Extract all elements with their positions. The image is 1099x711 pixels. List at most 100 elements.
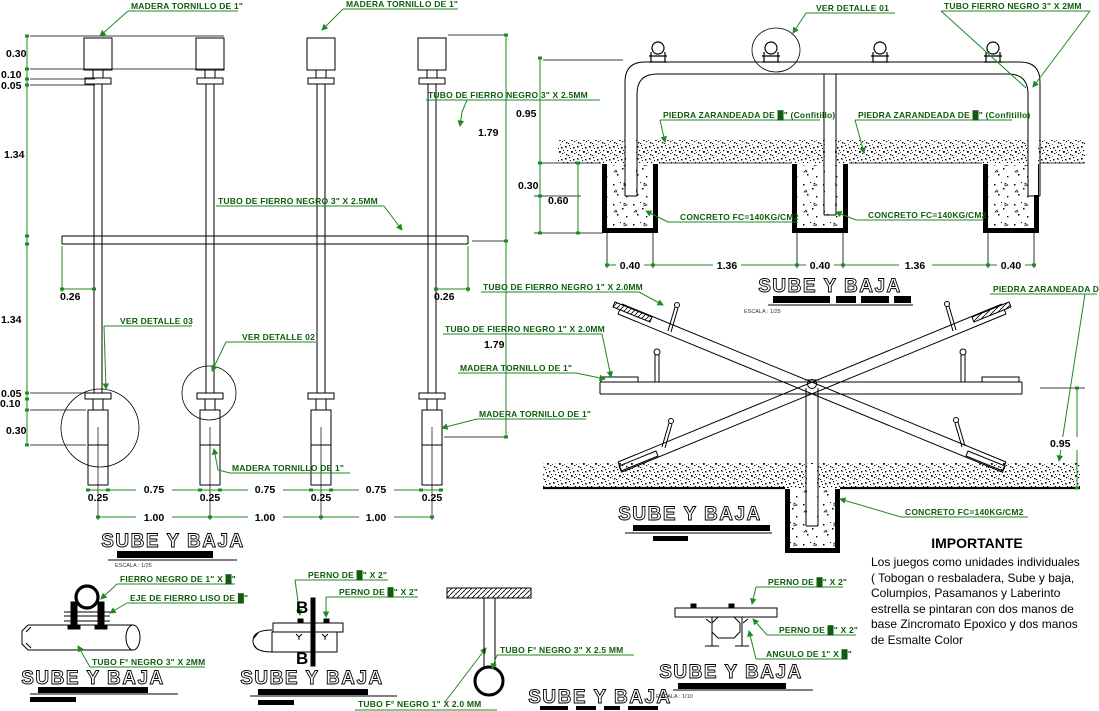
label-perno: PERNO DE █" X 2" (308, 570, 387, 581)
detail-angle-bolts: PERNO DE █" X 2" PERNO DE █" X 2" ANGULO… (656, 577, 858, 700)
label-madera-tornillo: MADERA TORNILLO DE 1" (479, 409, 591, 419)
label-ver-detalle-02: VER DETALLE 02 (242, 332, 315, 342)
dim-1-34: 1.34 (1, 314, 22, 326)
label-tubo-fierro-3-2: TUBO FIERRO NEGRO 3" X 2MM (944, 1, 1082, 11)
dim-0-05: 0.05 (1, 80, 22, 92)
label-tubo-fierro-3-25: TUBO DE FIERRO NEGRO 3" X 2.5MM (428, 90, 588, 100)
title-bar (653, 536, 688, 541)
label-madera-tornillo: MADERA TORNILLO DE 1" (232, 463, 344, 473)
title-bar (773, 296, 911, 303)
dim-0-30: 0.30 (6, 425, 27, 437)
detail1-linework (21, 584, 141, 651)
label-angulo: ANGULO DE 1" X █" (766, 649, 852, 660)
label-ver-detalle-03: VER DETALLE 03 (120, 316, 193, 326)
front-view-dim-text: 0.30 0.10 0.05 1.34 1.34 0.05 0.10 0.30 … (0, 48, 505, 524)
label-ver-detalle-01: VER DETALLE 01 (816, 3, 889, 13)
view-title: SUBE Y BAJA (659, 662, 803, 683)
elevation-leaders (645, 10, 1091, 223)
detail-seat-bolts: PERNO DE █" X 2" PERNO DE █" X 2" B B SU… (240, 570, 497, 711)
detail3-leaders (490, 654, 634, 670)
dim-0-75: 0.75 (255, 484, 276, 496)
label-tubo-fierro-3-25: TUBO DE FIERRO NEGRO 3" X 2.5MM (218, 196, 378, 206)
title-bar (38, 687, 148, 693)
view-title: SUBE Y BAJA (101, 531, 245, 552)
label-piedra-zarandeada: PIEDRA ZARANDEADA DE █" (Confitillo) (663, 110, 835, 121)
detail3-linework (446, 587, 532, 697)
elevation-dim-lines (538, 56, 1036, 267)
gravel-band (558, 140, 1085, 163)
detail-circle-02 (181, 365, 237, 421)
view-title: SUBE Y BAJA (240, 668, 384, 689)
dim-0-30: 0.30 (6, 48, 27, 60)
view-title: SUBE Y BAJA (21, 668, 165, 689)
label-tubo-f-negro-3-25: TUBO F° NEGRO 3" X 2.5 MM (500, 645, 623, 655)
title-bar (30, 697, 76, 702)
note-line: estrella se pintaran con dos manos de (871, 602, 1074, 616)
title-bar (258, 700, 294, 705)
note-line: base Zincromato Epoxico y dos manos (871, 617, 1078, 631)
note-heading: IMPORTANTE (931, 535, 1023, 551)
plan-view: PIEDRA ZARANDEADA DE █" (Confitillo) CON… (211, 282, 1099, 553)
plan-pit (785, 489, 840, 553)
scale-note: ESCALA : 1/25 (744, 309, 781, 315)
dim-0-25: 0.25 (88, 492, 109, 504)
dim-0-75: 0.75 (144, 484, 165, 496)
dim-1-00: 1.00 (144, 512, 165, 524)
section-mark-b: B (296, 598, 308, 617)
dim-1-79: 1.79 (478, 127, 499, 139)
view-title: SUBE Y BAJA (758, 276, 902, 297)
label-madera-tornillo: MADERA TORNILLO DE 1" (131, 1, 243, 11)
title-bar (633, 525, 770, 531)
dim-1-34: 1.34 (4, 149, 25, 161)
label-piedra-zarandeada: PIEDRA ZARANDEADA DE █" (Confitillo) (858, 110, 1030, 121)
scale-note: ESCALA : 1/25 (115, 563, 152, 569)
dim-0-25: 0.25 (200, 492, 221, 504)
detail-pivot-clamp: FIERRO NEGRO DE 1" X █" EJE DE FIERRO LI… (21, 574, 248, 702)
detail2-linework (252, 597, 344, 667)
front-view-linework (30, 34, 506, 521)
dim-0-95: 0.95 (516, 108, 537, 120)
label-piedra-zarandeada: PIEDRA ZARANDEADA DE █" (Confitillo) (993, 284, 1099, 295)
dim-1-00: 1.00 (366, 512, 387, 524)
detail-circle-03 (60, 388, 140, 468)
detail4-leaders (747, 586, 856, 660)
label-perno: PERNO DE █" X 2" (339, 587, 418, 598)
label-madera-tornillo: MADERA TORNILLO DE 1" (346, 0, 458, 9)
note-line: Columpios, Pasamanos y Laberinto (871, 586, 1061, 600)
label-tubo-f-negro-3-2: TUBO F° NEGRO 3" X 2MM (92, 657, 205, 667)
note-line: Los juegos como unidades individuales (871, 555, 1080, 569)
title-bar (258, 689, 368, 695)
dim-0-95: 0.95 (1050, 438, 1071, 450)
note-line: de Esmalte Color (871, 633, 963, 647)
front-view: MADERA TORNILLO DE 1" MADERA TORNILLO DE… (0, 0, 600, 569)
detail1-leaders (77, 583, 243, 668)
label-fierro-negro: FIERRO NEGRO DE 1" X █" (120, 574, 236, 585)
dim-0-60: 0.60 (548, 195, 569, 207)
dim-0-10: 0.10 (1, 69, 22, 81)
dim-1-79: 1.79 (484, 339, 505, 351)
view-title: SUBE Y BAJA (528, 687, 672, 708)
dim-0-25: 0.25 (422, 492, 443, 504)
label-tubo-fierro-1-20: TUBO DE FIERRO NEGRO 1" X 2.0MM (483, 282, 643, 292)
dim-1-00: 1.00 (255, 512, 276, 524)
dim-0-10: 0.10 (0, 398, 21, 410)
detail-section-tube: TUBO F° NEGRO 3" X 2.5 MM SUBE Y BAJA (446, 587, 672, 710)
dim-0-40: 0.40 (810, 260, 831, 272)
dim-0-05: 0.05 (1, 388, 22, 400)
front-view-leaders (99, 8, 600, 390)
label-concreto: CONCRETO FC=140KG/CM2 (868, 210, 987, 220)
detail4-linework (674, 603, 778, 647)
label-perno: PERNO DE █" X 2" (779, 625, 858, 636)
detail2-leaders (294, 579, 418, 618)
note-line: ( Tobogan o resbaladera, Sube y baja, (871, 571, 1074, 585)
title-bar (540, 706, 658, 710)
label-perno: PERNO DE █" X 2" (768, 577, 847, 588)
front-view-dim-lines (25, 33, 508, 519)
elevation-view: VER DETALLE 01 TUBO FIERRO NEGRO 3" X 2M… (516, 1, 1091, 315)
label-tubo-f-negro-1-20: TUBO F° NEGRO 1" X 2.0 MM (358, 699, 481, 709)
dim-0-25: 0.25 (311, 492, 332, 504)
dim-0-30: 0.30 (518, 180, 539, 192)
dim-0-26: 0.26 (434, 291, 455, 303)
elevation-linework (534, 27, 1085, 268)
